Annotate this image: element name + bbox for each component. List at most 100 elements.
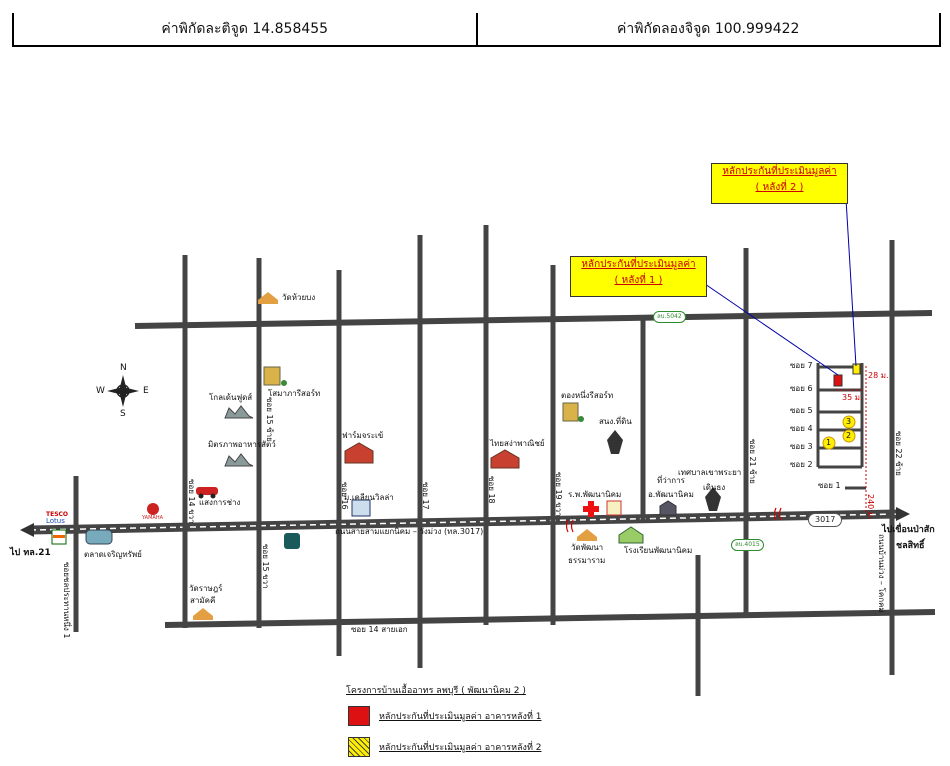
latitude-value: ค่าพิกัดละติจูด 14.858455 [161, 21, 329, 37]
soi-5-label: ซอย 5 [790, 406, 813, 415]
soi-6-label: ซอย 6 [790, 384, 813, 393]
compass-e-label: E [143, 386, 149, 396]
callout-1-subtitle: ( หลังที่ 1 ) [614, 275, 663, 286]
place-district: ที่ว่าการ [657, 476, 685, 485]
road-label-soi-19: ซอย 19 ขวา [554, 472, 563, 517]
compass-n-label: N [120, 363, 127, 373]
route-badge-bottom: ลบ.4015 [731, 539, 764, 551]
coordinate-bar: ค่าพิกัดละติจูด 14.858455 ค่าพิกัดลองจิจ… [12, 13, 941, 47]
numbered-markers [822, 415, 856, 450]
temple-icon [193, 608, 213, 620]
dimension-lines [836, 366, 867, 512]
leader-line-2 [845, 198, 857, 367]
callout-collateral-2: หลักประกันที่ประเมินมูลค่า ( หลังที่ 2 ) [711, 163, 848, 204]
break-marks [565, 507, 782, 533]
place-land-office: สนง.ที่ดิน [599, 417, 632, 426]
bottom-road-label: ซอย 14 สายเอก [351, 625, 408, 634]
main-road-label: ถนนสายสามแยกนิคม – วังม่วง (ทล.3017) [335, 527, 484, 536]
soi-1-label: ซอย 1 [818, 481, 841, 490]
soi-7-label: ซอย 7 [790, 361, 813, 370]
callout-2-subtitle: ( หลังที่ 2 ) [755, 182, 804, 193]
legend-item-1: หลักประกันที่ประเมินมูลค่า อาคารหลังที่ … [348, 706, 541, 726]
marker-2-label: 2 [846, 431, 852, 440]
top-road [134, 310, 933, 329]
place-market: ตลาดเจริญทรัพย์ [84, 550, 142, 559]
place-wat-bottom: วัดราษฎร์ [189, 584, 223, 593]
hospital-icon [583, 501, 599, 517]
place-golden-foods: โกลเด้นฟูดส์ [209, 393, 253, 402]
road-label-soi-17: ซอย 17 [421, 482, 430, 510]
compass-icon [107, 375, 139, 407]
yamaha-icon [147, 503, 159, 515]
arrow-right-icon [896, 507, 910, 521]
yamaha-logo: YAMAHA [142, 515, 164, 521]
place-municipality-2: เดินธง [703, 483, 726, 492]
callout-2-title: หลักประกันที่ประเมินมูลค่า [722, 166, 837, 177]
road-label-soi-14: ซอย 14 ขวา [187, 479, 196, 524]
place-wat-bottom-2: สามัคคี [190, 596, 216, 605]
road-label-left: ซอยชลประทานหนึ่ง 1 [62, 562, 71, 639]
place-laemkan: แสงการช่าง [199, 498, 241, 507]
factory-icon [224, 453, 254, 467]
building-icons [51, 292, 721, 620]
factory-icon [224, 405, 254, 419]
right-destination-1: ไปเขื่อนป่าสัก [882, 525, 935, 535]
road-label-soi-22: ซอย 22 ซ้าย [894, 431, 903, 476]
temple-icon [258, 292, 278, 304]
right-destination-2: ชลสิทธิ์ [896, 541, 925, 551]
callout-1-title: หลักประกันที่ประเมินมูลค่า [581, 259, 696, 270]
route-3017-badge: 3017 [808, 513, 843, 527]
road-label-soi-21: ซอย 21 ซ้าย [748, 439, 757, 484]
legend-yellow-swatch [348, 737, 370, 757]
market-icon [85, 529, 113, 545]
place-tong-resort: ตองหนึ่งรีสอร์ท [561, 391, 614, 400]
emblem-icon [705, 487, 721, 511]
marker-3-label: 3 [846, 417, 852, 426]
soi-3-label: ซอย 3 [790, 442, 813, 451]
bottom-road [164, 609, 936, 628]
seven-eleven-icon [51, 529, 67, 545]
place-sommarasi: โสมาภารีสอร์ท [268, 389, 321, 398]
road-label-soi-16: ซอย 16 [340, 482, 349, 510]
place-pharmpoor: ฟาร์มจระเข้ [342, 431, 384, 440]
car-icon [196, 487, 218, 499]
place-university: ม.เคลียนวิลล่า [344, 493, 394, 502]
school-icon [618, 526, 644, 544]
tesco-logo: TESCO [46, 511, 69, 518]
soi-2-label: ซอย 2 [790, 460, 813, 469]
main-road [20, 507, 910, 537]
marker-1-label: 1 [826, 438, 832, 447]
arrow-left-icon [20, 523, 34, 537]
callout-collateral-1: หลักประกันที่ประเมินมูลค่า ( หลังที่ 1 ) [570, 256, 707, 297]
place-temple: วัดพัฒนา [571, 543, 604, 552]
place-hospital: ร.พ.พัฒนานิคม [568, 490, 622, 499]
university-icon [351, 499, 371, 517]
emblem-icon [607, 430, 623, 454]
legend-item-2: หลักประกันที่ประเมินมูลค่า อาคารหลังที่ … [348, 737, 541, 757]
soi-4-label: ซอย 4 [790, 424, 813, 433]
road-label-soi-15b: ซอย 15 ซ้าย [265, 397, 274, 442]
road-label-right: ถนนบ้านม่วง – โคกคม [877, 534, 886, 613]
collateral-2-marker [852, 363, 861, 375]
leader-line-1 [704, 283, 839, 376]
tesco-logo-2: Lotus [46, 517, 65, 525]
measure-240m: 240 ม. [866, 494, 875, 520]
place-thai-nakhon: ไทยสง่าพาณิชย์ [490, 439, 545, 448]
legend-title: โครงการบ้านเอื้ออาทร ลพบุรี ( พัฒนานิคม … [346, 686, 526, 696]
hotel-icon [562, 402, 584, 422]
place-school: โรงเรียนพัฒนานิคม [624, 546, 693, 555]
compass-w-label: W [96, 386, 105, 396]
measure-35m: 35 ม. [842, 393, 863, 402]
government-icon [659, 500, 677, 516]
collateral-1-marker [833, 374, 843, 387]
barn-icon [490, 449, 520, 469]
place-municipality: เทศบาลเขาพระยา [678, 468, 742, 477]
longitude-value: ค่าพิกัดลองจิจูด 100.999422 [475, 13, 940, 45]
place-mitraphap: มิตรภาพอาหารสัตว์ [208, 440, 276, 449]
legend-item-2-label: หลักประกันที่ประเมินมูลค่า อาคารหลังที่ … [379, 743, 542, 753]
road-label-soi-18: ซอย 18 [487, 476, 496, 504]
barn-icon [344, 442, 374, 464]
legend-red-swatch [348, 706, 370, 726]
hospital-logo-icon [606, 500, 622, 516]
